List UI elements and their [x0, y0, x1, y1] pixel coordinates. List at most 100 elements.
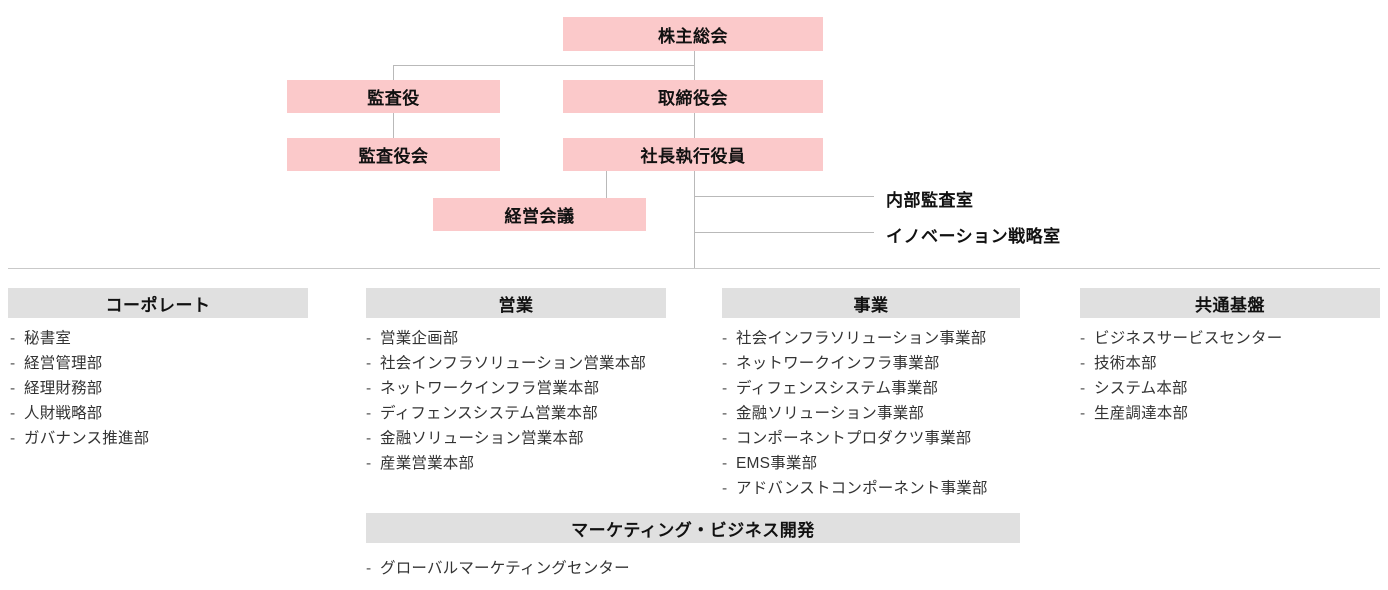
bullet-dash: - [366, 560, 372, 577]
bullet-dash: - [366, 330, 372, 347]
column-header-marketing-business-development[interactable]: マーケティング・ビジネス開発 [366, 513, 1020, 543]
list-item-label: コンポーネントプロダクツ事業部 [736, 430, 972, 447]
list-item[interactable]: -ネットワークインフラ事業部 [722, 351, 1042, 376]
box-shareholders-meeting-label: 株主総会 [658, 26, 728, 46]
list-item-label: システム本部 [1094, 380, 1188, 397]
connector-auditor-to-board-of-auditors [393, 113, 394, 138]
connector-innovation-strategy-office [694, 232, 874, 233]
box-board-of-auditors-label: 監査役会 [358, 147, 429, 166]
bullet-dash: - [722, 455, 728, 472]
label-internal-audit-office[interactable]: 内部監査室 [886, 186, 974, 211]
bullet-dash: - [1080, 405, 1086, 422]
list-item[interactable]: -ディフェンスシステム事業部 [722, 376, 1042, 401]
bullet-dash: - [10, 405, 16, 422]
list-item[interactable]: -ビジネスサービスセンター [1080, 326, 1380, 351]
list-item[interactable]: -秘書室 [10, 326, 310, 351]
column-header-common-platform-label: 共通基盤 [1195, 295, 1265, 315]
box-management-meeting-label: 経営会議 [504, 207, 575, 226]
box-board-of-auditors[interactable]: 監査役会 [287, 138, 500, 171]
list-item[interactable]: -ネットワークインフラ営業本部 [366, 376, 696, 401]
column-header-business[interactable]: 事業 [722, 288, 1020, 318]
section-divider [8, 268, 1380, 269]
bullet-dash: - [722, 430, 728, 447]
connector-junction-to-auditor [393, 65, 394, 80]
list-item[interactable]: -社会インフラソリューション事業部 [722, 326, 1042, 351]
list-item[interactable]: -金融ソリューション事業部 [722, 401, 1042, 426]
list-item[interactable]: -アドバンストコンポーネント事業部 [722, 476, 1042, 501]
connector-board-to-president [694, 113, 695, 138]
column-header-sales[interactable]: 営業 [366, 288, 666, 318]
bullet-dash: - [722, 480, 728, 497]
bullet-dash: - [10, 330, 16, 347]
connector-shareholders-to-junction [694, 51, 695, 65]
column-list-common-platform: -ビジネスサービスセンター -技術本部 -システム本部 -生産調達本部 [1080, 326, 1380, 426]
column-list-marketing-business-development: -グローバルマーケティングセンター [366, 556, 1020, 581]
list-item[interactable]: -コンポーネントプロダクツ事業部 [722, 426, 1042, 451]
column-header-common-platform[interactable]: 共通基盤 [1080, 288, 1380, 318]
bullet-dash: - [366, 455, 372, 472]
bullet-dash: - [10, 430, 16, 447]
list-item[interactable]: -技術本部 [1080, 351, 1380, 376]
box-auditor-label: 監査役 [367, 89, 420, 108]
bullet-dash: - [10, 380, 16, 397]
list-item[interactable]: -グローバルマーケティングセンター [366, 556, 1020, 581]
bullet-dash: - [366, 430, 372, 447]
list-item[interactable]: -ガバナンス推進部 [10, 426, 310, 451]
list-item-label: 秘書室 [24, 330, 72, 347]
column-list-business: -社会インフラソリューション事業部 -ネットワークインフラ事業部 -ディフェンス… [722, 326, 1042, 501]
bullet-dash: - [722, 405, 728, 422]
column-header-corporate[interactable]: コーポレート [8, 288, 308, 318]
list-item-label: 経営管理部 [24, 355, 103, 372]
list-item-label: 産業営業本部 [380, 455, 475, 472]
column-header-business-label: 事業 [853, 295, 889, 315]
box-president-executive-officer-label: 社長執行役員 [640, 147, 746, 166]
box-management-meeting[interactable]: 経営会議 [433, 198, 646, 231]
connector-president-spine [694, 171, 695, 269]
label-innovation-strategy-office[interactable]: イノベーション戦略室 [886, 222, 1061, 247]
list-item[interactable]: -人財戦略部 [10, 401, 310, 426]
column-list-sales: -営業企画部 -社会インフラソリューション営業本部 -ネットワークインフラ営業本… [366, 326, 696, 476]
box-auditor[interactable]: 監査役 [287, 80, 500, 113]
list-item[interactable]: -システム本部 [1080, 376, 1380, 401]
list-item-label: ガバナンス推進部 [24, 430, 150, 447]
bullet-dash: - [722, 355, 728, 372]
list-item-label: 人財戦略部 [24, 405, 103, 422]
list-item[interactable]: -社会インフラソリューション営業本部 [366, 351, 696, 376]
list-item[interactable]: -EMS事業部 [722, 451, 1042, 476]
list-item-label: 技術本部 [1094, 355, 1157, 372]
connector-internal-audit-office [694, 196, 874, 197]
list-item-label: 社会インフラソリューション事業部 [736, 330, 987, 347]
list-item-label: 営業企画部 [380, 330, 459, 347]
bullet-dash: - [1080, 380, 1086, 397]
list-item-label: 社会インフラソリューション営業本部 [380, 355, 647, 372]
box-board-of-directors[interactable]: 取締役会 [563, 80, 823, 113]
list-item-label: ネットワークインフラ事業部 [736, 355, 940, 372]
list-item[interactable]: -生産調達本部 [1080, 401, 1380, 426]
connector-junction-to-board [694, 65, 695, 80]
box-shareholders-meeting[interactable]: 株主総会 [563, 17, 823, 51]
list-item[interactable]: -経営管理部 [10, 351, 310, 376]
list-item-label: 生産調達本部 [1094, 405, 1189, 422]
column-header-marketing-business-development-label: マーケティング・ビジネス開発 [571, 520, 815, 540]
bullet-dash: - [10, 355, 16, 372]
list-item[interactable]: -経理財務部 [10, 376, 310, 401]
list-item-label: EMS事業部 [736, 455, 818, 472]
column-header-corporate-label: コーポレート [105, 295, 211, 315]
bullet-dash: - [722, 380, 728, 397]
box-president-executive-officer[interactable]: 社長執行役員 [563, 138, 823, 171]
list-item[interactable]: -ディフェンスシステム営業本部 [366, 401, 696, 426]
column-header-sales-label: 営業 [498, 295, 534, 315]
label-innovation-strategy-office-text: イノベーション戦略室 [886, 227, 1061, 246]
list-item[interactable]: -産業営業本部 [366, 451, 696, 476]
list-item-label: 金融ソリューション営業本部 [380, 430, 584, 447]
list-item[interactable]: -金融ソリューション営業本部 [366, 426, 696, 451]
list-item-label: ビジネスサービスセンター [1094, 330, 1283, 347]
bullet-dash: - [1080, 355, 1086, 372]
list-item-label: ディフェンスシステム事業部 [736, 380, 939, 397]
bullet-dash: - [366, 405, 372, 422]
column-list-corporate: -秘書室 -経営管理部 -経理財務部 -人財戦略部 -ガバナンス推進部 [10, 326, 310, 451]
bullet-dash: - [366, 355, 372, 372]
list-item[interactable]: -営業企画部 [366, 326, 696, 351]
list-item-label: 経理財務部 [24, 380, 103, 397]
